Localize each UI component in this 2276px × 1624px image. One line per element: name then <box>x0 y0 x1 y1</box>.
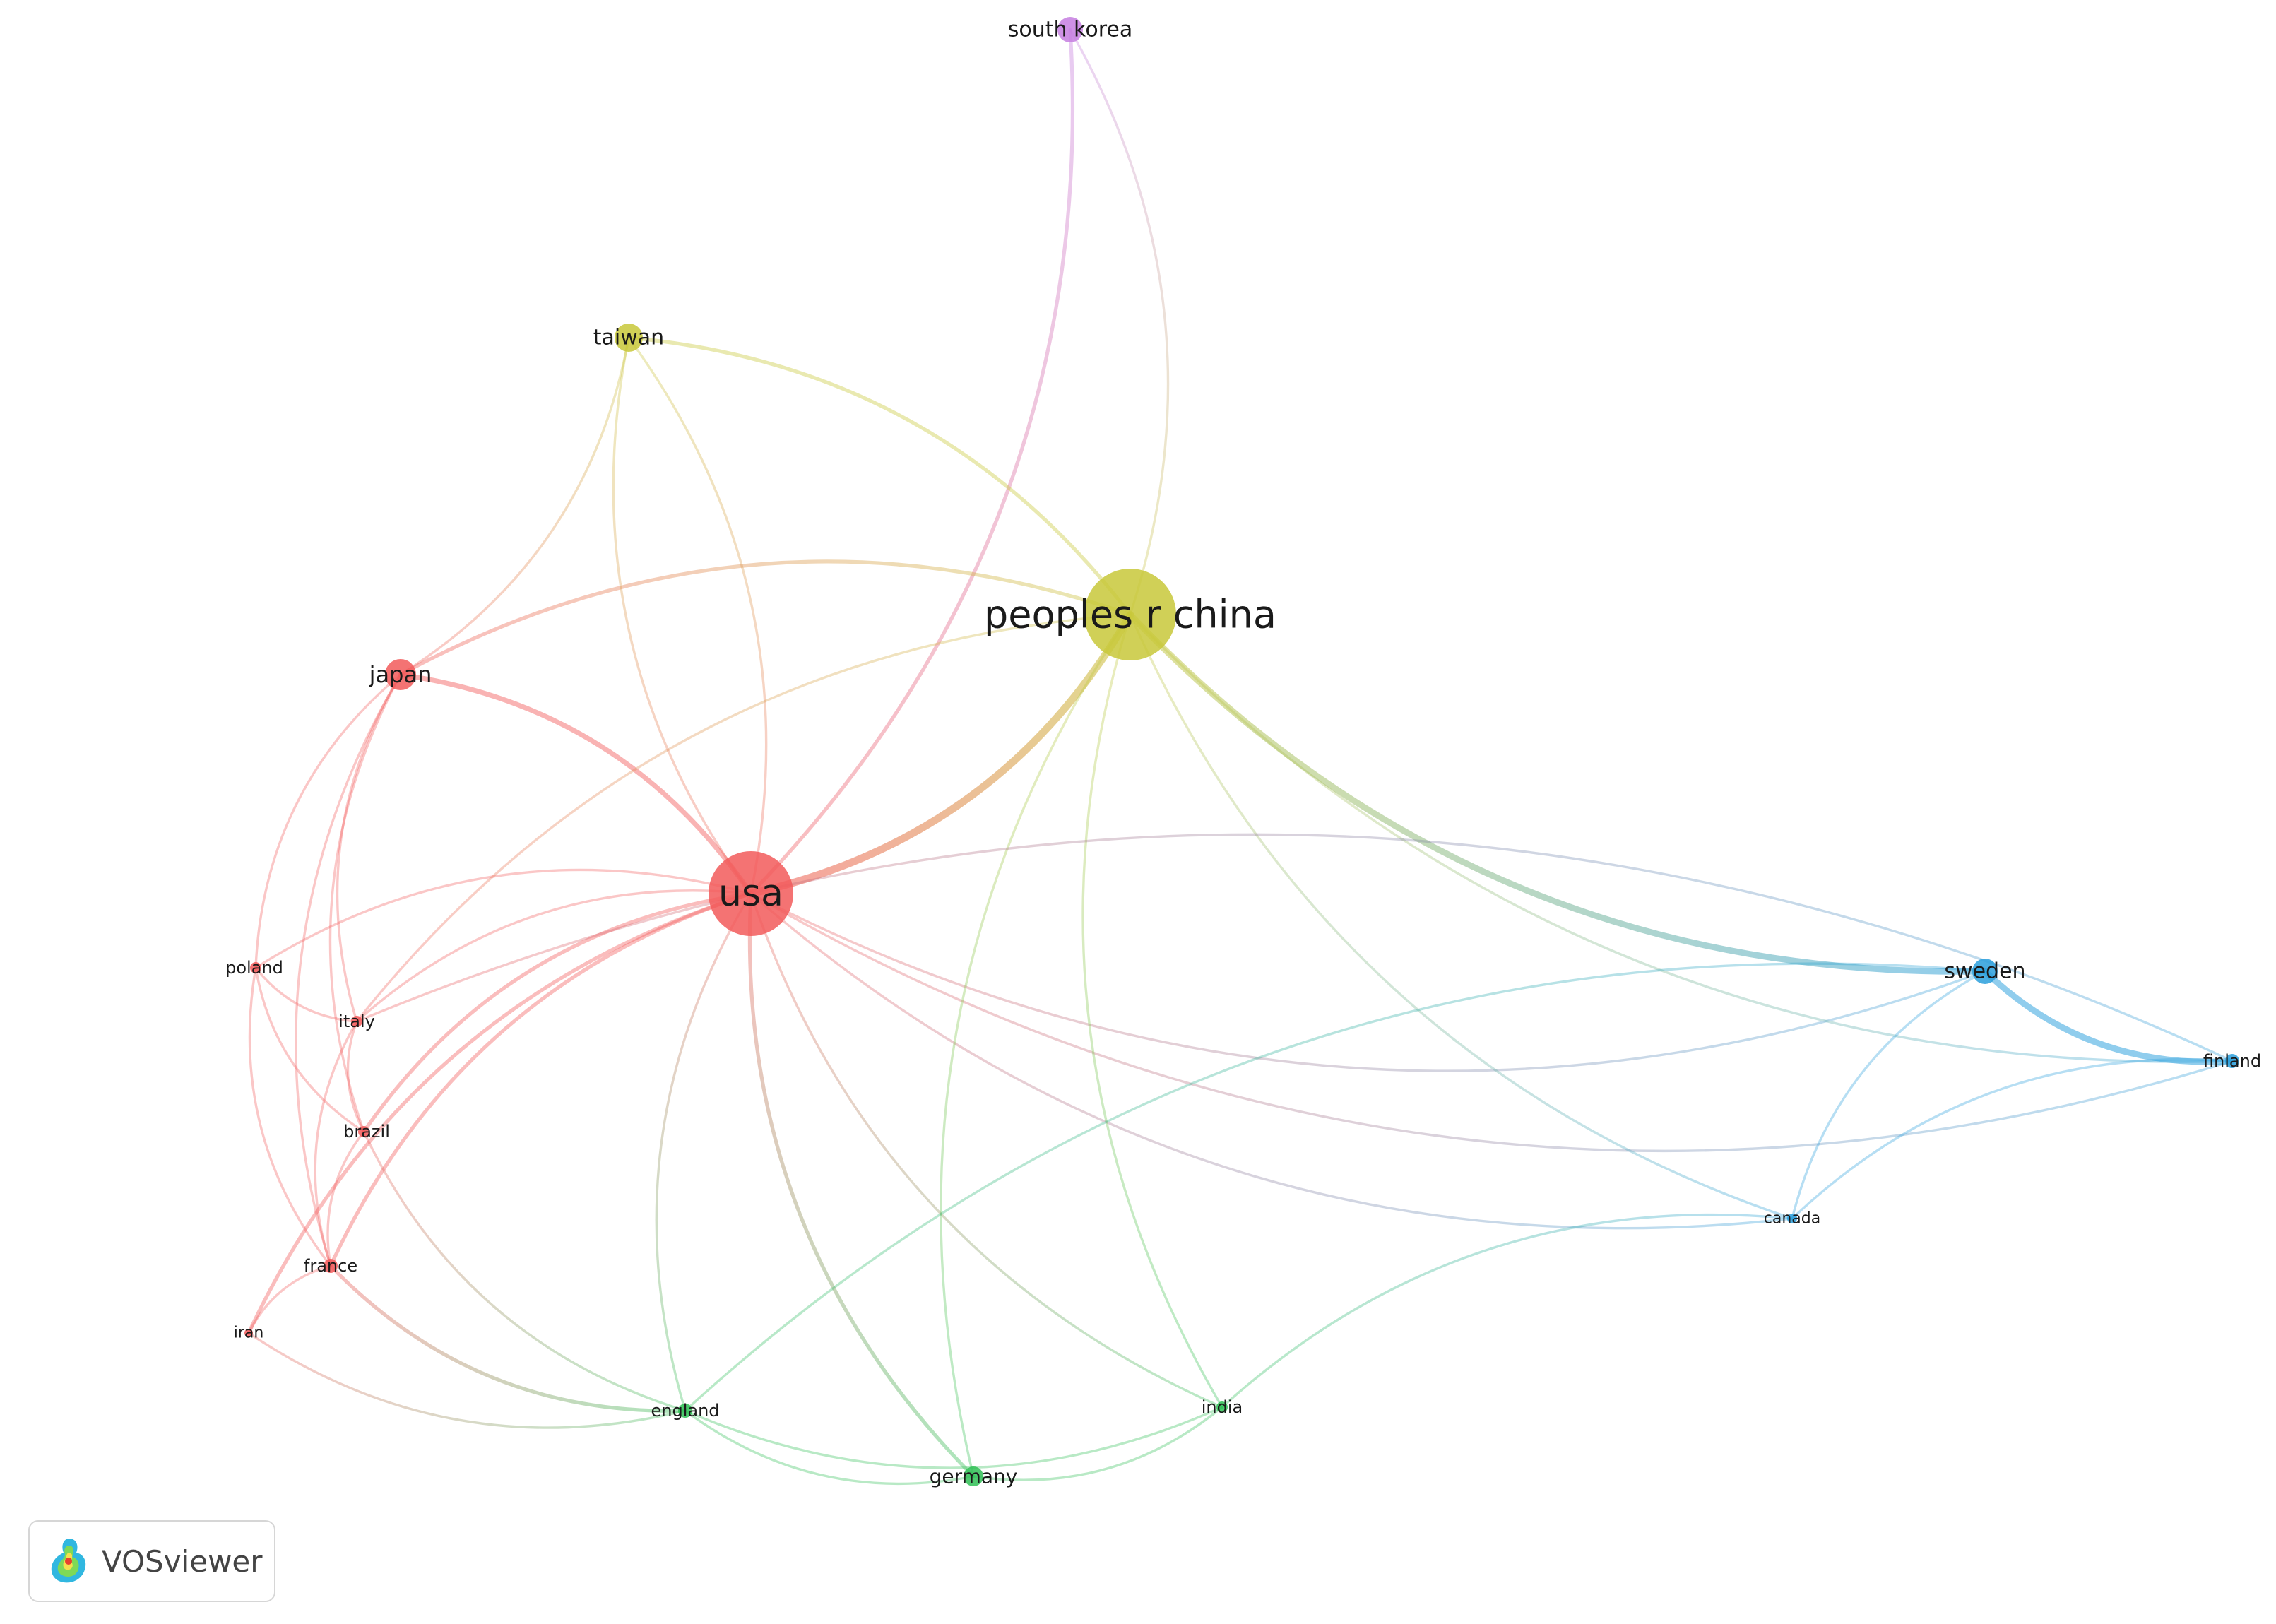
label-england: england <box>651 1401 719 1421</box>
link-usa-canada <box>749 892 1794 1230</box>
link-poland-italy <box>254 966 358 1023</box>
link-finland-canada <box>1791 1058 2234 1220</box>
link-italy-france <box>314 1020 358 1267</box>
label-south_korea: south korea <box>1008 18 1132 42</box>
node-brazil[interactable] <box>358 1126 369 1137</box>
link-china-south_korea <box>1069 28 1170 616</box>
link-germany-india <box>972 1406 1223 1481</box>
node-usa[interactable] <box>709 851 793 936</box>
label-germany: germany <box>930 1465 1018 1488</box>
network-nodes <box>244 17 2239 1486</box>
vosviewer-badge: VOSviewer <box>28 1520 275 1602</box>
link-usa-japan <box>398 672 754 896</box>
link-sweden-canada <box>1791 970 1986 1220</box>
link-china-sweden <box>1127 611 1988 975</box>
node-canada[interactable] <box>1787 1214 1797 1223</box>
label-italy: italy <box>338 1012 375 1031</box>
link-japan-poland <box>254 673 402 969</box>
link-usa-italy <box>355 889 752 1023</box>
node-iran[interactable] <box>244 1329 253 1337</box>
node-south_korea[interactable] <box>1057 17 1083 42</box>
link-china-italy <box>355 613 1132 1023</box>
link-japan-france <box>295 673 402 1267</box>
link-brazil-england <box>362 1130 687 1412</box>
link-poland-france <box>248 966 332 1267</box>
link-sweden-finland <box>1981 968 2236 1065</box>
link-france-england <box>328 1264 687 1413</box>
label-taiwan: taiwan <box>593 326 664 350</box>
vosviewer-logo-icon <box>51 1539 86 1583</box>
link-usa-france <box>328 891 753 1268</box>
link-usa-taiwan <box>627 336 768 895</box>
link-brazil-france <box>326 1130 365 1267</box>
label-brazil: brazil <box>343 1122 390 1142</box>
label-sweden: sweden <box>1944 959 2025 984</box>
node-germany[interactable] <box>964 1466 983 1486</box>
node-france[interactable] <box>324 1259 338 1273</box>
link-canada-india <box>1221 1213 1794 1409</box>
node-china[interactable] <box>1084 569 1176 660</box>
link-usa-iran <box>247 891 753 1335</box>
network-links <box>247 28 2236 1486</box>
link-japan-taiwan <box>399 336 630 676</box>
link-china-japan <box>398 559 1132 677</box>
link-china-taiwan <box>627 336 1132 617</box>
label-poland: poland <box>225 958 283 978</box>
label-usa: usa <box>718 872 783 915</box>
link-usa-south_korea <box>749 28 1075 896</box>
link-italy-brazil <box>346 1020 365 1133</box>
link-finland-italy <box>355 833 2234 1062</box>
link-usa-finland <box>749 892 2234 1153</box>
label-india: india <box>1202 1397 1243 1417</box>
node-england[interactable] <box>678 1404 692 1418</box>
link-sweden-england <box>684 962 1986 1412</box>
label-france: france <box>304 1256 357 1276</box>
link-poland-brazil <box>254 966 365 1133</box>
label-finland: finland <box>2203 1051 2261 1071</box>
network-labels: usa peoples r china south korea taiwan japan… <box>225 18 2261 1488</box>
link-china-finland <box>1129 613 2234 1063</box>
node-poland[interactable] <box>250 962 261 973</box>
link-england-india <box>684 1406 1223 1469</box>
link-usa-brazil <box>362 891 753 1134</box>
label-iran: iran <box>234 1324 264 1342</box>
brand-name: VOSviewer <box>102 1543 263 1579</box>
link-japan-brazil <box>328 673 402 1133</box>
link-usa-china <box>747 610 1134 898</box>
link-taiwan-usa <box>612 336 752 895</box>
link-china-germany <box>940 613 1132 1478</box>
node-italy[interactable] <box>351 1016 362 1027</box>
link-france-iran <box>247 1264 332 1334</box>
link-usa-poland <box>254 868 752 969</box>
node-sweden[interactable] <box>1972 959 1998 984</box>
label-china: peoples r china <box>984 593 1276 637</box>
node-finland[interactable] <box>2225 1054 2239 1068</box>
label-canada: canada <box>1764 1210 1820 1228</box>
node-taiwan[interactable] <box>615 324 643 352</box>
link-usa-sweden <box>749 892 1986 1072</box>
link-iran-england <box>247 1332 687 1429</box>
link-usa-india <box>749 892 1223 1409</box>
link-usa-england <box>655 892 752 1412</box>
node-india[interactable] <box>1216 1401 1228 1413</box>
node-japan[interactable] <box>385 659 416 690</box>
link-england-germany <box>684 1409 975 1486</box>
link-usa-germany <box>747 891 976 1478</box>
link-china-canada <box>1129 613 1794 1220</box>
label-japan: japan <box>369 661 432 688</box>
link-china-india <box>1081 613 1223 1409</box>
